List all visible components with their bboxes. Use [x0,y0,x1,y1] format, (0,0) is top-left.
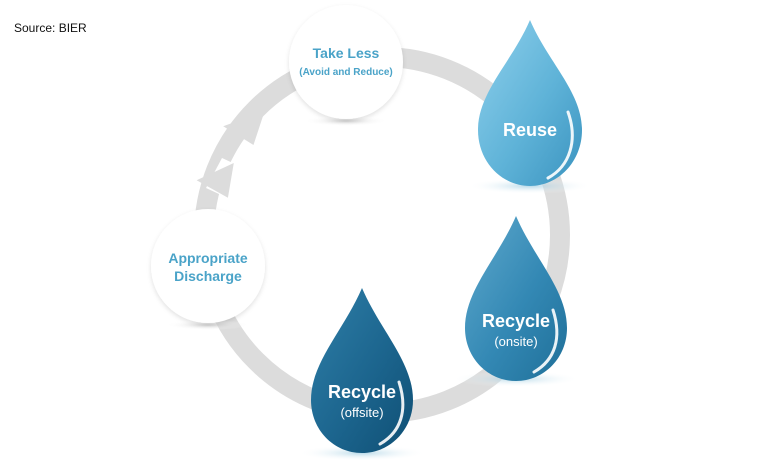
discharge-circle [151,209,265,323]
take-less-shadow [304,116,388,126]
take-less-circle [289,5,403,119]
recycle-offsite-drop [311,288,413,453]
recycle-offsite-subtitle: (offsite) [340,405,383,420]
take-less-subtitle: (Avoid and Reduce) [299,67,393,78]
take-less-title: Take Less [313,45,380,61]
discharge-shadow [166,320,250,330]
discharge-line-1: Appropriate [168,250,248,266]
recycle-onsite-drop [465,216,567,381]
recycle-offsite-drop-highlight [378,380,405,446]
source-note: Source: BIER [14,21,87,35]
reuse-drop [478,20,582,186]
recycle-onsite-subtitle: (onsite) [494,334,537,349]
recycle-onsite-title: Recycle [482,311,550,331]
recycle-offsite-title: Recycle [328,382,396,402]
ring-arrowhead [223,111,265,146]
ring-arrowhead-2 [196,162,234,198]
reuse-drop-highlight [546,110,574,180]
discharge-line-2: Discharge [174,268,242,284]
recycle-onsite-drop-highlight [532,308,559,374]
reuse-title: Reuse [503,120,557,140]
